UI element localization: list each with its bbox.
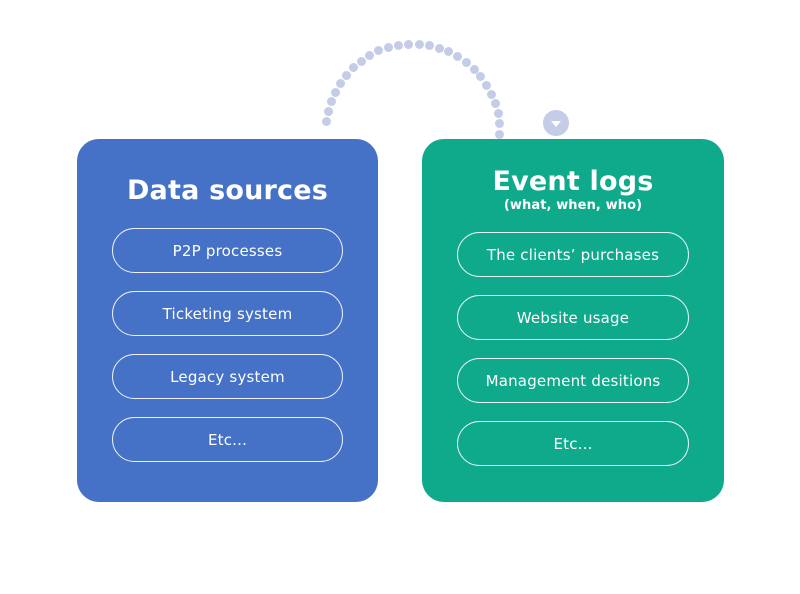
arc-dot bbox=[348, 63, 358, 73]
pill-clients-purchases[interactable]: The clients’ purchases bbox=[457, 232, 689, 278]
arc-dot bbox=[482, 80, 492, 90]
arc-dot bbox=[461, 57, 471, 67]
arc-dot bbox=[356, 56, 366, 66]
arc-dot bbox=[495, 119, 505, 129]
arc-dot bbox=[495, 129, 505, 139]
arc-dot bbox=[424, 41, 434, 51]
pill-website-usage[interactable]: Website usage bbox=[457, 295, 689, 341]
arc-dot bbox=[394, 40, 404, 50]
card-title-data-sources: Data sources bbox=[126, 175, 329, 206]
arc-dot bbox=[469, 64, 479, 74]
card-title-event-logs: Event logs bbox=[492, 166, 654, 197]
arc-dot bbox=[365, 51, 375, 61]
card-data-sources: Data sources P2P processes Ticketing sys… bbox=[77, 139, 378, 502]
arrow-head-icon bbox=[543, 110, 569, 136]
arc-dot bbox=[374, 46, 384, 56]
card-event-logs: Event logs (what, when, who) The clients… bbox=[422, 139, 724, 502]
card-subtitle-event-logs: (what, when, who) bbox=[503, 198, 643, 214]
arc-dot bbox=[491, 99, 501, 109]
arc-dot bbox=[330, 87, 340, 97]
arc-dot bbox=[414, 39, 424, 49]
arc-dot bbox=[487, 89, 497, 99]
pill-etc-event-logs[interactable]: Etc... bbox=[457, 421, 689, 467]
arc-dot bbox=[384, 43, 394, 52]
pill-etc-data-sources[interactable]: Etc... bbox=[112, 417, 343, 463]
chevron-down-icon bbox=[551, 120, 561, 127]
arc-dot bbox=[323, 107, 333, 117]
arc-dot bbox=[476, 72, 486, 82]
pill-legacy-system[interactable]: Legacy system bbox=[112, 354, 343, 400]
arc-dot bbox=[321, 117, 331, 127]
arc-dot bbox=[341, 70, 351, 80]
arc-dot bbox=[326, 97, 336, 107]
arc-dot bbox=[335, 79, 345, 89]
pill-list-event-logs: The clients’ purchases Website usage Man… bbox=[422, 232, 724, 467]
pill-management-desitions[interactable]: Management desitions bbox=[457, 358, 689, 404]
pill-list-data-sources: P2P processes Ticketing system Legacy sy… bbox=[77, 228, 378, 463]
arc-dot bbox=[453, 51, 463, 61]
pill-p2p-processes[interactable]: P2P processes bbox=[112, 228, 343, 274]
arc-dot bbox=[404, 39, 414, 49]
arc-dot bbox=[444, 47, 454, 57]
arc-dot bbox=[493, 109, 503, 119]
arc-dot bbox=[434, 43, 444, 53]
pill-ticketing-system[interactable]: Ticketing system bbox=[112, 291, 343, 337]
